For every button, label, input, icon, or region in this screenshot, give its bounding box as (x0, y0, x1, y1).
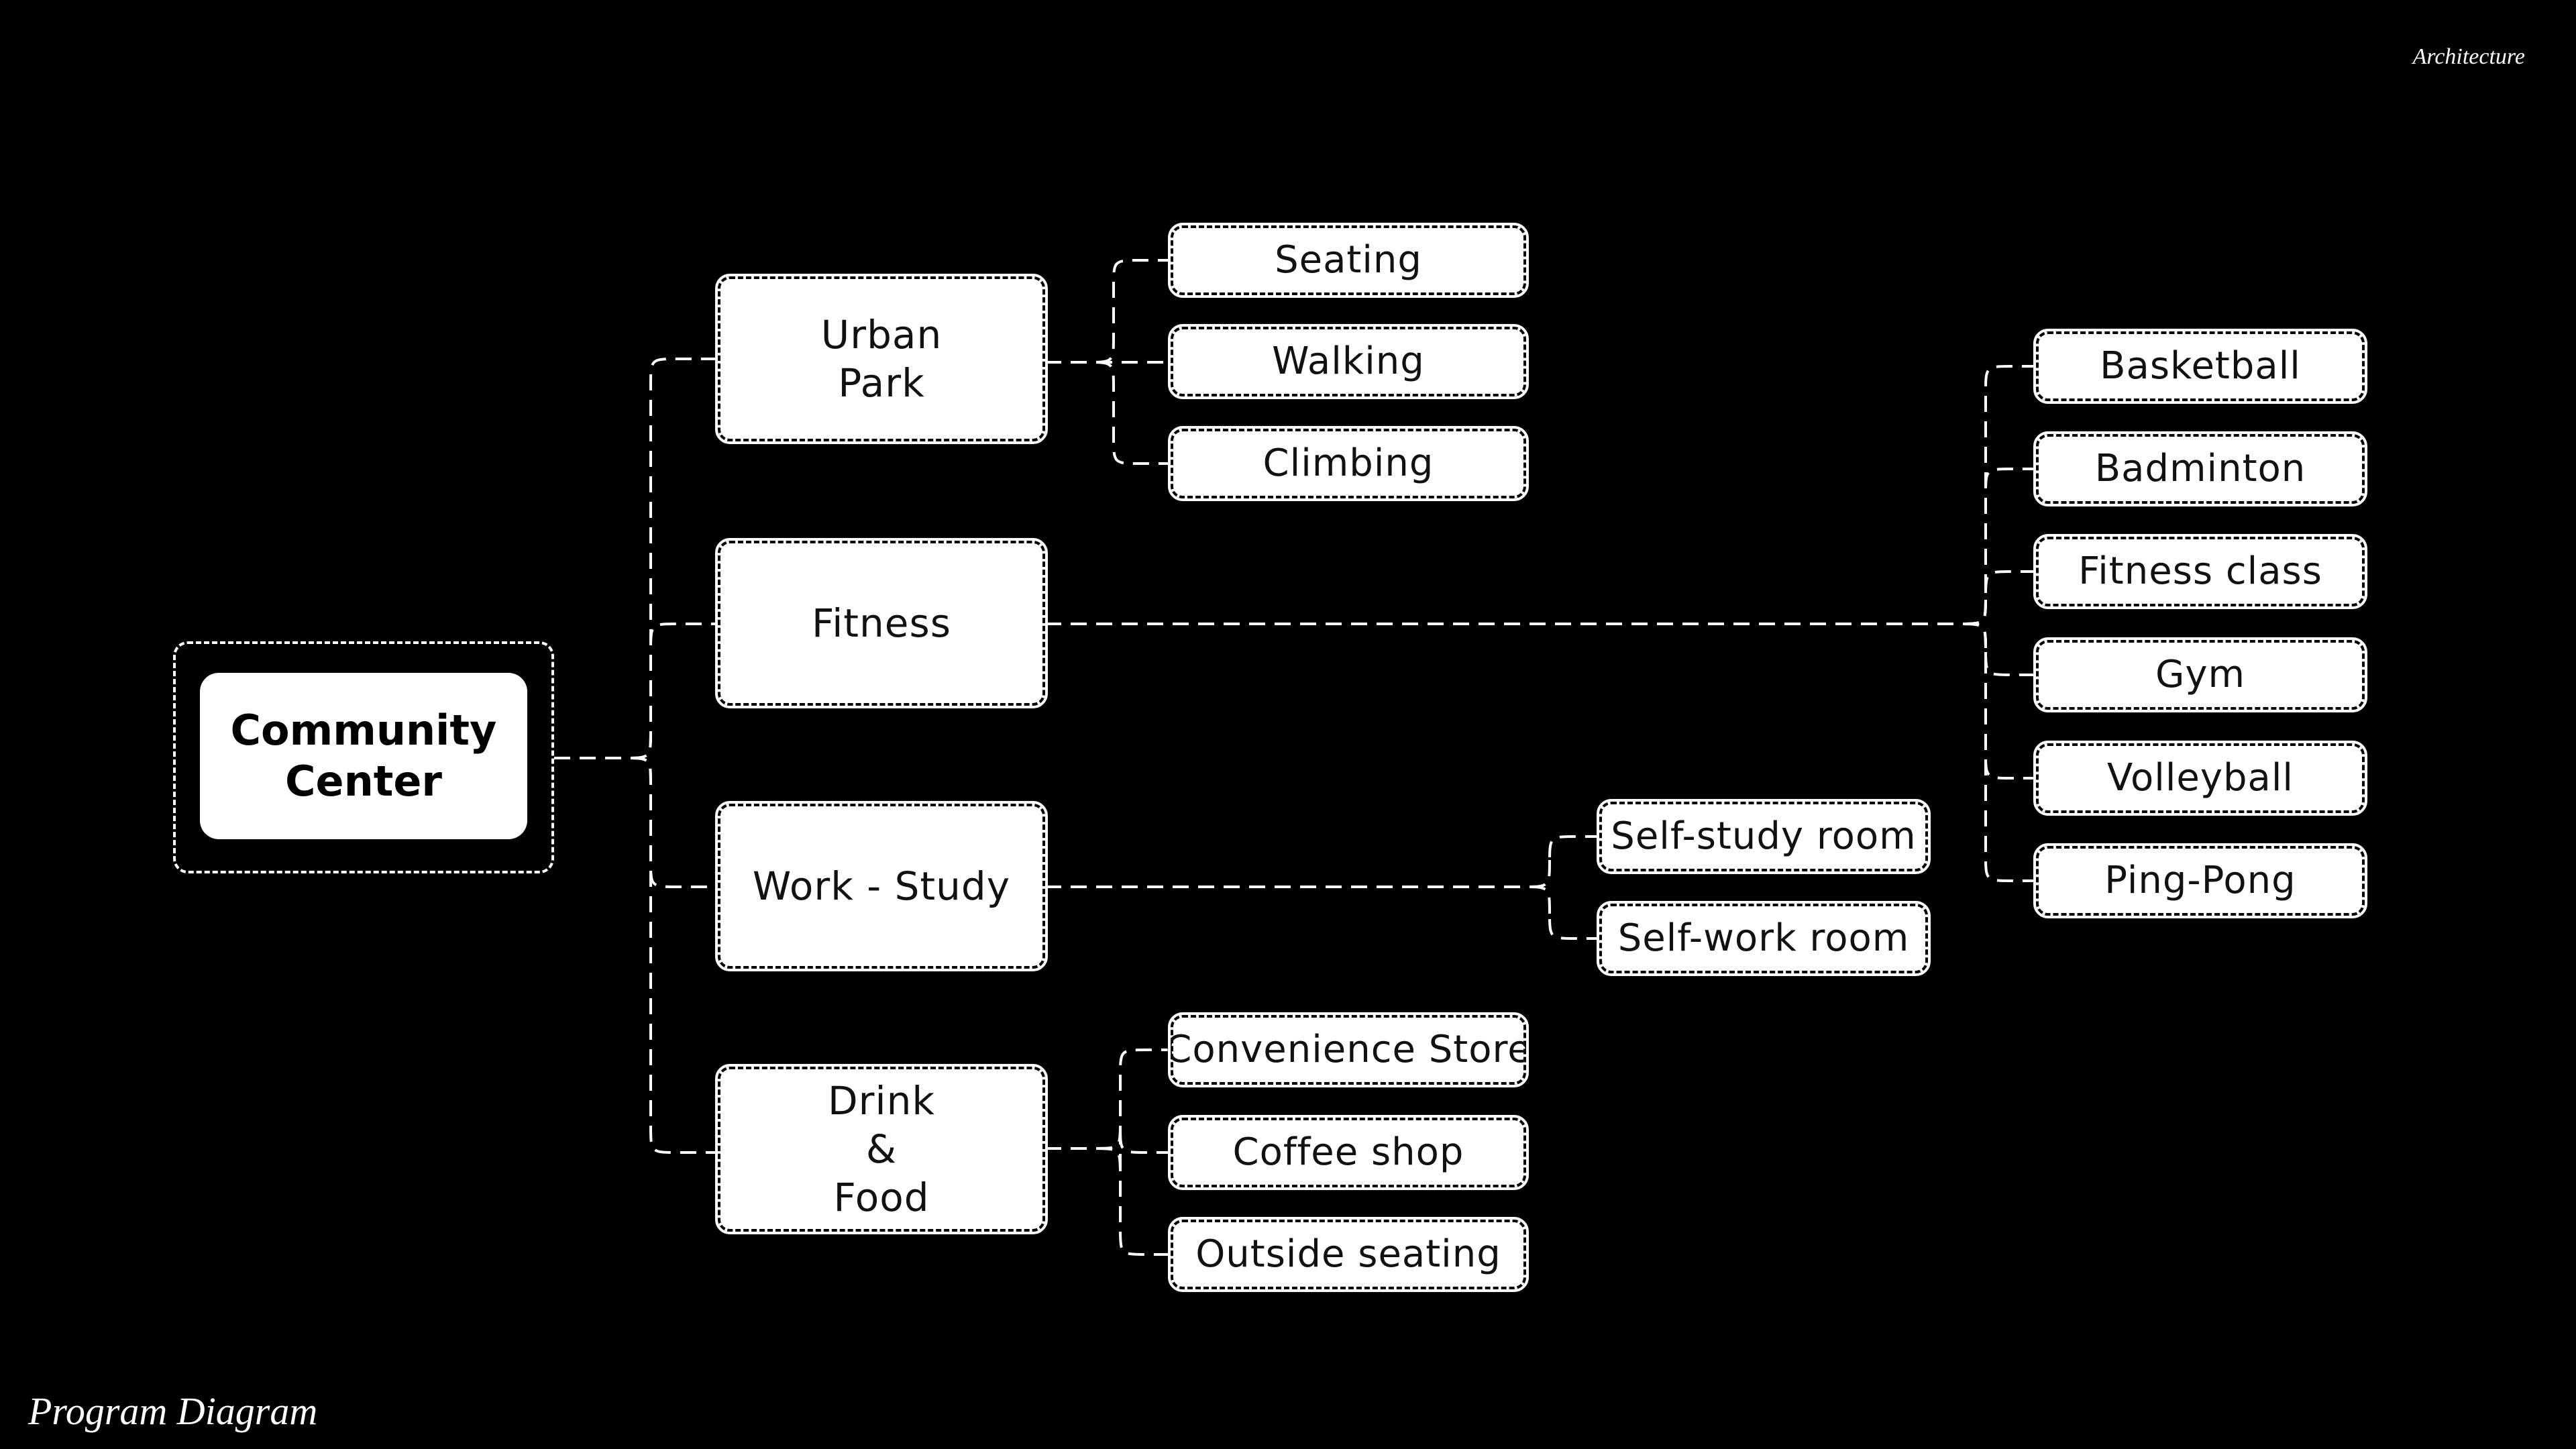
connector-fitness (1045, 623, 2036, 780)
category-drink-food: Drink & Food (715, 1064, 1048, 1234)
leaf-climbing: Climbing (1168, 426, 1529, 501)
leaf-label: Seating (1275, 238, 1422, 282)
connector-work-study (1045, 835, 1599, 888)
connector-fitness (1045, 623, 2036, 676)
leaf-label: Climbing (1263, 441, 1434, 485)
connector-urban-park (1045, 259, 1171, 364)
leaf-label: Coffee shop (1232, 1130, 1464, 1174)
connector-root (554, 358, 718, 759)
category-work-study: Work - Study (715, 801, 1048, 971)
category-urban-park: Urban Park (715, 274, 1048, 444)
category-label: Drink & Food (828, 1078, 935, 1220)
leaf-basketball: Basketball (2033, 329, 2367, 404)
leaf-seating: Seating (1168, 223, 1529, 298)
leaf-label: Ping-Pong (2104, 859, 2296, 902)
leaf-label: Outside seating (1195, 1232, 1501, 1276)
category-label: Work - Study (752, 863, 1011, 909)
leaf-label: Self-work room (1617, 916, 1910, 960)
leaf-badminton: Badminton (2033, 431, 2367, 506)
leaf-walking: Walking (1168, 324, 1529, 399)
leaf-gym: Gym (2033, 637, 2367, 712)
leaf-label: Basketball (2100, 344, 2301, 388)
leaf-label: Gym (2155, 653, 2246, 696)
leaf-volleyball: Volleyball (2033, 741, 2367, 816)
connector-root (554, 757, 718, 888)
leaf-label: Walking (1272, 339, 1425, 383)
leaf-outside-seating: Outside seating (1168, 1217, 1529, 1292)
root-node: Community Center (200, 673, 527, 839)
connector-root (554, 623, 718, 759)
connector-drink-food (1045, 1125, 1171, 1176)
leaf-label: Convenience Store (1165, 1028, 1532, 1071)
header-tag: Architecture (2412, 44, 2525, 69)
leaf-label: Fitness class (2078, 549, 2322, 593)
connector-drink-food (1045, 1049, 1171, 1150)
leaf-label: Volleyball (2107, 756, 2294, 800)
category-fitness: Fitness (715, 538, 1048, 708)
diagram-caption: Program Diagram (28, 1389, 318, 1433)
leaf-fitness-class: Fitness class (2033, 534, 2367, 609)
category-label: Fitness (812, 600, 951, 646)
leaf-self-study-room: Self-study room (1597, 799, 1931, 874)
leaf-self-work-room: Self-work room (1597, 901, 1931, 976)
category-label: Urban Park (820, 312, 943, 406)
connector-urban-park (1045, 361, 1171, 465)
connector-work-study (1045, 885, 1599, 940)
root-node-frame (173, 641, 554, 873)
leaf-label: Self-study room (1611, 814, 1917, 858)
root-node-label: Community Center (230, 706, 497, 806)
connector-root (554, 757, 718, 1154)
connector-fitness (1045, 623, 2036, 882)
connector-fitness (1045, 570, 2036, 625)
leaf-coffee-shop: Coffee shop (1168, 1115, 1529, 1190)
leaf-convenience-store: Convenience Store (1165, 1012, 1531, 1087)
leaf-label: Badminton (2094, 447, 2306, 490)
connector-drink-food (1045, 1147, 1171, 1256)
leaf-ping-pong: Ping-Pong (2033, 843, 2367, 918)
